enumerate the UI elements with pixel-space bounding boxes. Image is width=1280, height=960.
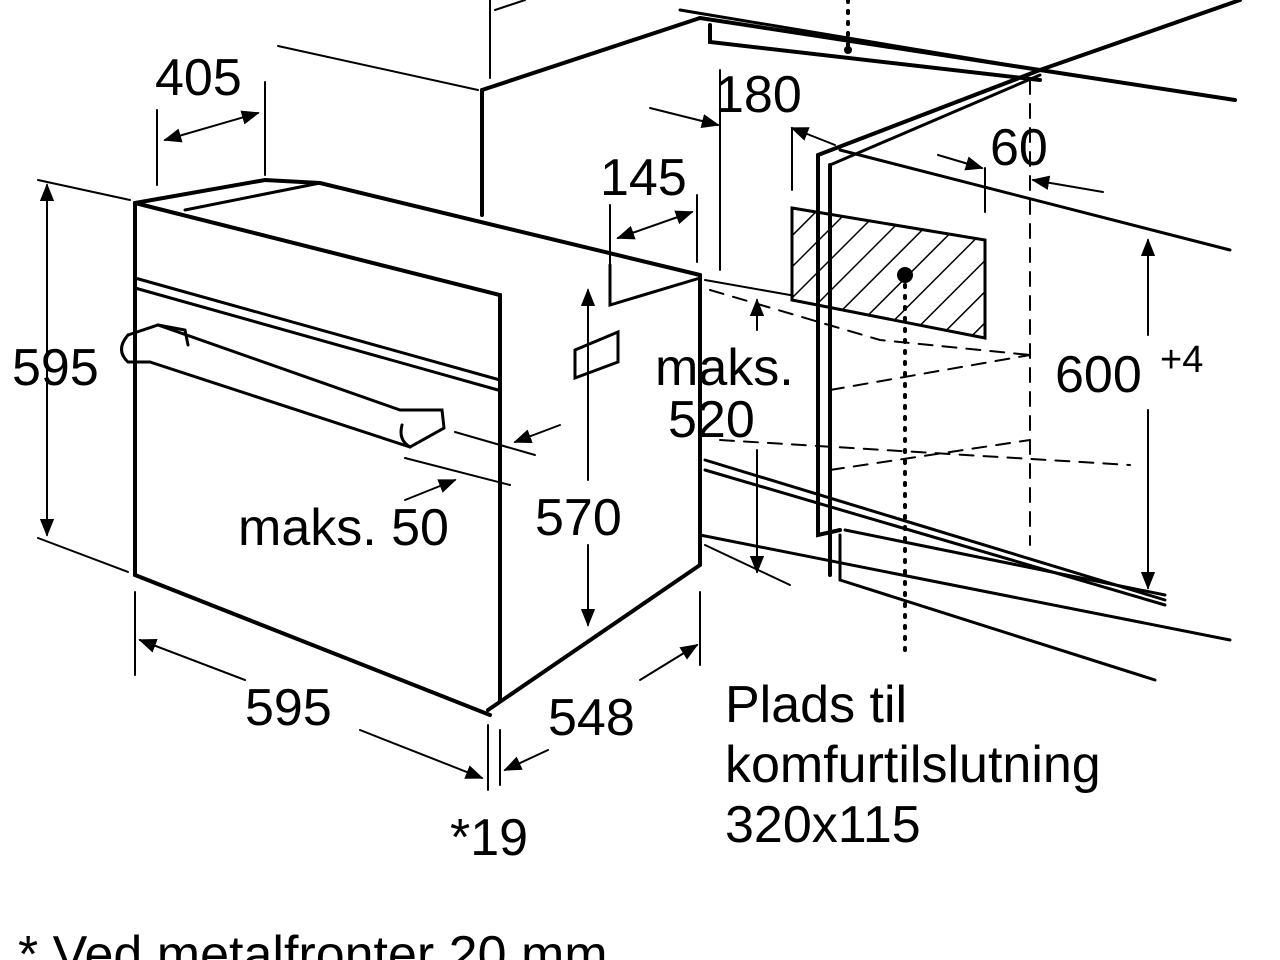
label-600: 600 — [1055, 346, 1142, 404]
label-width-595: 595 — [245, 679, 332, 737]
label-60: 60 — [990, 119, 1048, 177]
oven-drawing — [120, 177, 702, 717]
label-145: 145 — [600, 149, 687, 207]
dimension-lines — [37, 0, 1156, 791]
connection-note: Plads til komfurtilslutning 320x115 — [725, 676, 1101, 854]
connection-note-line2: komfurtilslutning — [725, 736, 1101, 794]
label-height-595: 595 — [12, 339, 99, 397]
label-height-570: 570 — [535, 489, 622, 547]
dimension-labels: 405 595 595 548 570 maks. 50 145 180 60 … — [12, 49, 1203, 867]
label-600-superscript: +4 — [1160, 339, 1203, 381]
footnote: * Ved metalfronter 20 mm — [18, 926, 608, 960]
label-maks-50: maks. 50 — [238, 499, 449, 557]
label-19: *19 — [450, 809, 528, 867]
label-maks-520-line2: 520 — [668, 391, 755, 449]
label-depth-405: 405 — [155, 49, 242, 107]
connection-note-line1: Plads til — [725, 676, 907, 734]
label-180: 180 — [715, 66, 802, 124]
label-maks-520-line1: maks. — [655, 339, 794, 397]
connection-note-line3: 320x115 — [725, 796, 921, 854]
cabinet-drawing — [480, 0, 1242, 682]
label-depth-548: 548 — [548, 689, 635, 747]
